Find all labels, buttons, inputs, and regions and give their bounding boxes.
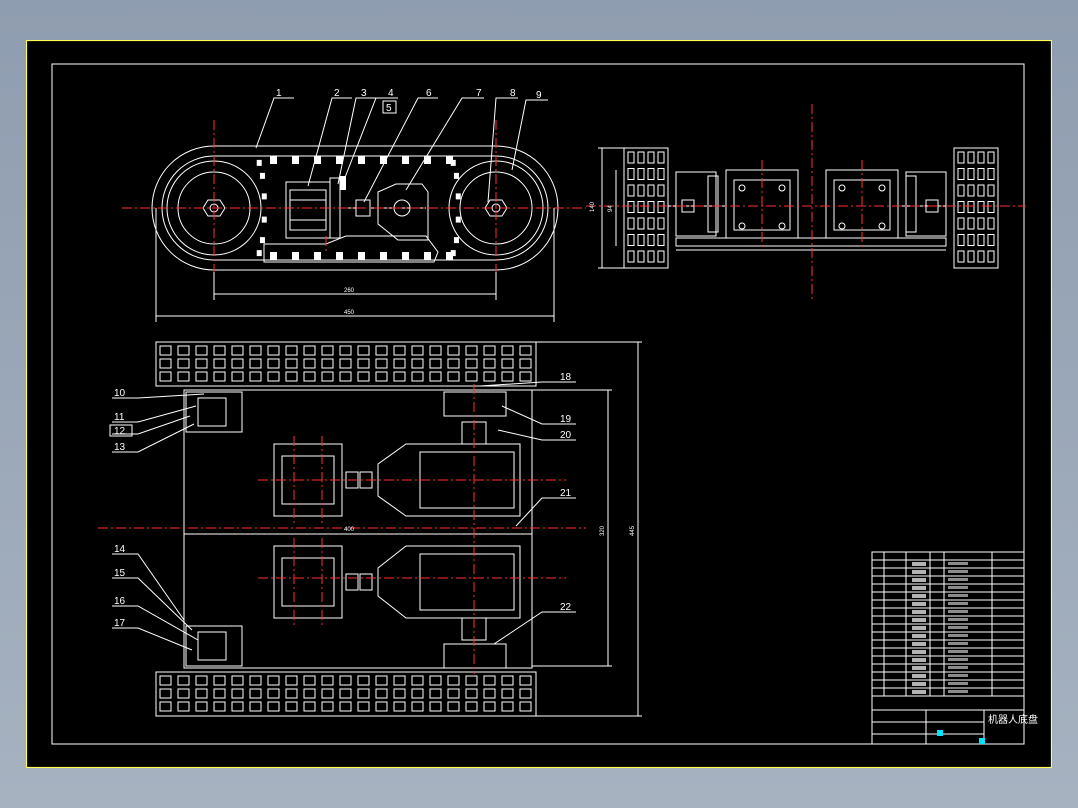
dim-center-distance: 260 [344,288,355,294]
part-label-9: 9 [536,90,542,101]
part-label-16: 16 [114,596,126,607]
grip-marker-right [979,738,985,744]
cad-drawing: 260 450 1 2 3 4 5 6 7 8 9 [26,40,1052,768]
dim-end-outer: 140 [590,201,596,212]
part-label-20: 20 [560,430,572,441]
bearing-block-bottom-right [443,643,507,669]
plan-bottom-track [155,671,537,717]
cad-viewport[interactable]: 260 450 1 2 3 4 5 6 7 8 9 [26,40,1052,768]
part-label-5: 5 [386,103,392,114]
bearing-block-top-left [185,391,243,433]
grip-marker-left [937,730,943,736]
part-label-7: 7 [476,88,482,99]
plan-gearbox-lower [377,545,521,619]
title-block: 机器人底盘 [871,551,1038,745]
drawing-title: 机器人底盘 [988,713,1038,726]
dim-overall-length: 450 [344,310,355,316]
part-label-1: 1 [276,88,282,99]
part-label-11: 11 [114,412,125,423]
part-label-2: 2 [334,88,340,99]
side-view-leaders: 1 2 3 4 5 6 7 8 9 [255,88,548,203]
left-track-section [623,147,669,269]
plan-view-leaders: 10 11 12 13 14 15 16 17 18 19 20 21 22 [109,372,576,651]
side-chassis-plate [263,235,439,263]
part-label-17: 17 [114,618,126,629]
reducer [377,183,429,241]
bearing-block-bottom-left [185,625,243,667]
plan-motor-upper [273,443,343,517]
part-label-8: 8 [510,88,516,99]
part-label-13: 13 [114,442,126,453]
part-label-19: 19 [560,414,572,425]
part-label-22: 22 [560,602,572,613]
side-view: 260 450 [122,120,586,322]
part-label-6: 6 [426,88,432,99]
right-track-section [953,147,999,269]
part-label-15: 15 [114,568,126,579]
part-label-4: 4 [388,88,394,99]
dim-plan-width: 400 [344,527,355,533]
dim-plan-inner: 320 [600,525,606,536]
part-label-18: 18 [560,372,572,383]
part-label-14: 14 [114,544,126,555]
plan-view: 320 445 400 [98,341,642,717]
part-label-21: 21 [560,488,572,499]
plan-top-track [155,341,537,387]
plan-gearbox-upper [377,443,521,517]
sheet-outer-frame [26,40,1052,768]
drawing-border [51,63,1025,745]
part-label-3: 3 [361,88,367,99]
plan-motor-lower [273,545,343,619]
end-view: 140 94 [586,104,1026,300]
end-base-plate [675,237,947,247]
bearing-block-top-right [443,391,507,417]
dim-end-inner: 94 [608,205,614,212]
part-label-12: 12 [114,426,126,437]
part-label-10: 10 [114,388,126,399]
track-teeth [256,156,461,260]
plan-chassis-frame [183,389,533,669]
dim-plan-overall: 445 [630,525,636,536]
